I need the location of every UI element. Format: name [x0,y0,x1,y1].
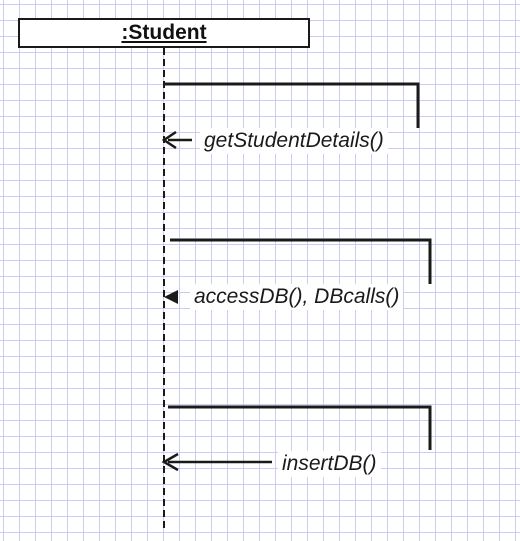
message-label-2[interactable]: accessDB(), DBcalls() [190,284,404,310]
lifeline-name: :Student [121,21,207,44]
open-arrowhead-icon [161,130,177,150]
filled-arrowhead-icon [164,290,178,304]
lifeline-header[interactable]: :Student [18,18,310,48]
open-arrowhead-icon [161,452,179,472]
message-label-3[interactable]: insertDB() [278,451,381,477]
self-message-3-bracket [168,405,432,450]
message-label-1[interactable]: getStudentDetails() [200,128,388,154]
self-message-2-bracket [170,238,432,284]
self-message-1-bracket [164,82,420,128]
